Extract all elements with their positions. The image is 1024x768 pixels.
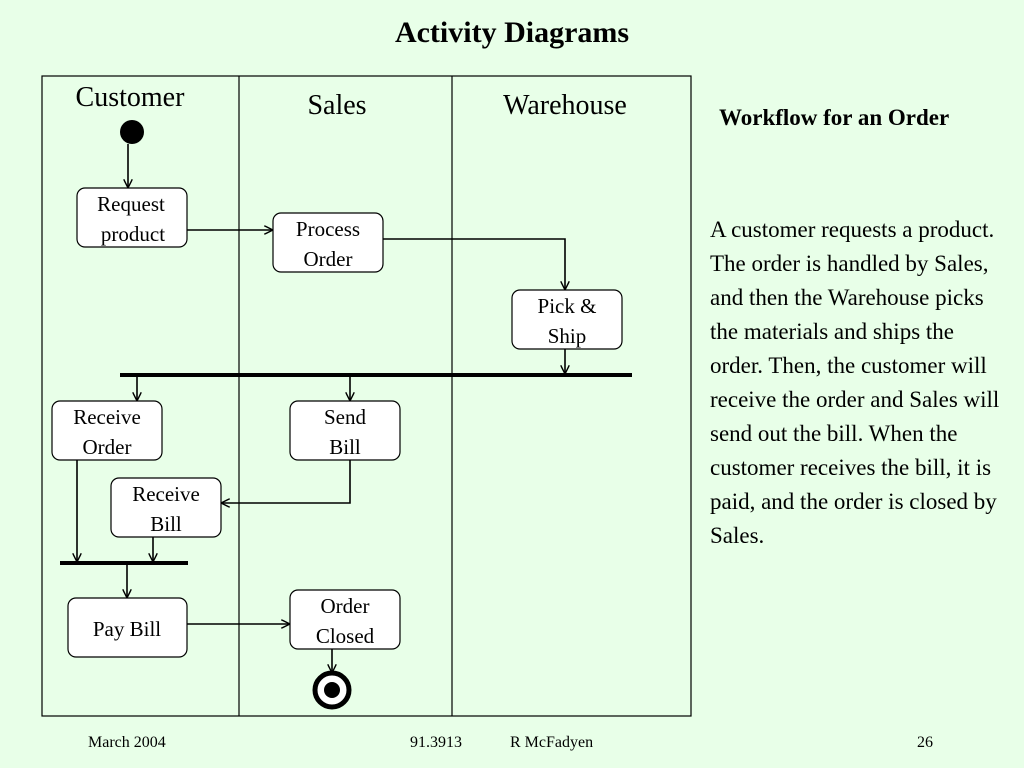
flow-send-bill-to-receive-bill — [222, 460, 351, 503]
activity-receive-order: Receive Order — [51, 400, 163, 461]
lane-header-customer: Customer — [76, 82, 186, 113]
activity-label: product — [101, 222, 165, 246]
initial-node — [120, 120, 144, 144]
activity-label: Pick & — [538, 294, 597, 318]
footer-date: March 2004 — [88, 734, 166, 751]
activity-label: Receive — [132, 482, 200, 506]
activity-order-closed: Order Closed — [289, 589, 401, 650]
activity-label: Pay Bill — [93, 617, 161, 641]
workflow-heading: Workflow for an Order — [719, 105, 950, 130]
activity-label: Receive — [73, 405, 141, 429]
activity-send-bill: Send Bill — [289, 400, 401, 461]
final-node — [312, 670, 352, 710]
footer-page-number: 26 — [917, 734, 933, 751]
activity-label: Order — [83, 435, 132, 459]
footer-course: 91.3913 — [410, 734, 462, 751]
activity-request-product: Request product — [76, 187, 188, 248]
activity-process-order: Process Order — [272, 212, 384, 273]
activity-label: Bill — [329, 435, 361, 459]
activity-label: Ship — [548, 324, 587, 348]
flow-process-to-pick — [383, 238, 565, 289]
activity-pick-ship: Pick & Ship — [511, 289, 623, 350]
activity-receive-bill: Receive Bill — [110, 477, 222, 538]
activity-label: Process — [296, 217, 360, 241]
activity-pay-bill: Pay Bill — [67, 597, 188, 658]
slide-title: Activity Diagrams — [394, 16, 630, 49]
activity-label: Send — [324, 405, 367, 429]
lane-header-warehouse: Warehouse — [503, 90, 627, 121]
workflow-description: A customer requests a product. The order… — [710, 217, 1000, 548]
lane-header-sales: Sales — [307, 90, 366, 121]
activity-label: Closed — [316, 624, 375, 648]
swimlane-frame — [41, 75, 692, 717]
activity-label: Bill — [150, 512, 182, 536]
footer-author: R McFadyen — [510, 734, 594, 751]
activity-label: Order — [321, 594, 370, 618]
activity-label: Request — [97, 192, 165, 216]
activity-label: Order — [304, 247, 353, 271]
